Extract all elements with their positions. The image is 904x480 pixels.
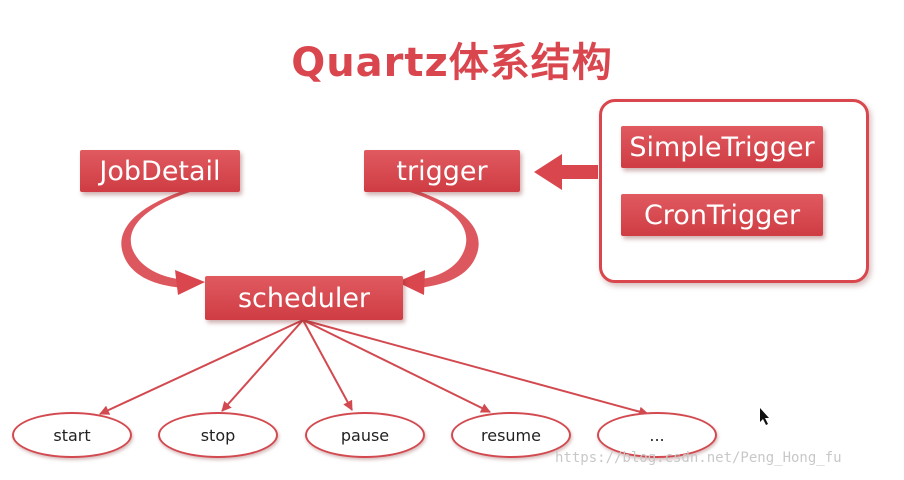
scheduler-box: scheduler (205, 276, 403, 320)
scheduler-operation-arrows (99, 319, 649, 417)
cron-trigger-box: CronTrigger (621, 194, 823, 236)
triggers-to-trigger-arrow (534, 154, 598, 190)
jobdetail-to-scheduler-arrow (121, 186, 205, 295)
operation-start: start (12, 412, 132, 458)
operation-stop: stop (158, 412, 278, 458)
jobdetail-box: JobDetail (80, 150, 240, 192)
watermark: https://blog.csdn.net/Peng_Hong_fu (555, 450, 842, 466)
diagram-title: Quartz体系结构 (291, 40, 613, 86)
simple-trigger-label: SimpleTrigger (629, 131, 815, 163)
operation-pause: pause (305, 412, 425, 458)
trigger-label: trigger (396, 155, 488, 187)
scheduler-label: scheduler (237, 282, 371, 314)
mouse-cursor-icon (760, 408, 769, 425)
jobdetail-label: JobDetail (99, 155, 221, 187)
trigger-to-scheduler-arrow (397, 186, 479, 295)
trigger-box: trigger (364, 150, 520, 192)
simple-trigger-box: SimpleTrigger (621, 126, 823, 168)
cron-trigger-label: CronTrigger (643, 199, 801, 231)
operation-resume: resume (451, 412, 571, 458)
operation-more: ... (597, 412, 717, 458)
